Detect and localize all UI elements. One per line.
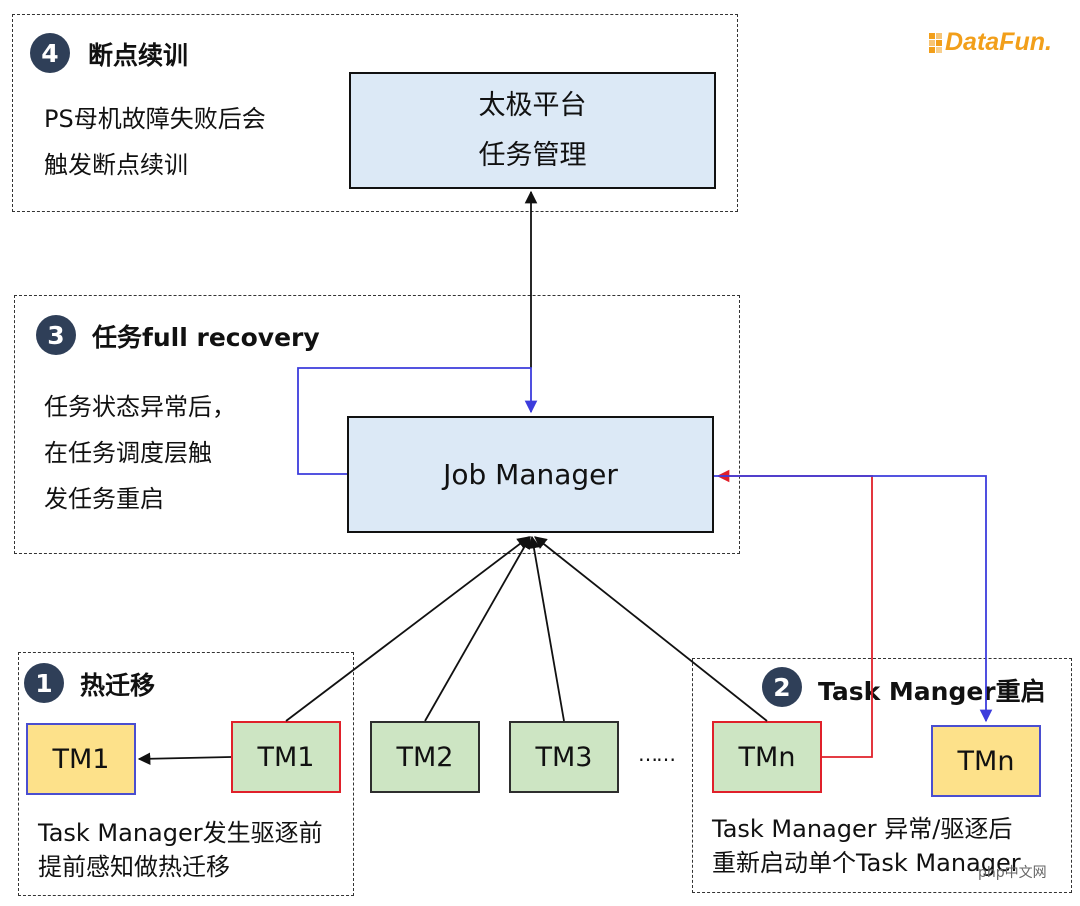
tmn-source-box: TMn bbox=[712, 721, 822, 793]
tmn-target-box: TMn bbox=[931, 725, 1041, 797]
watermark: php中文网 bbox=[978, 865, 1047, 881]
ellipsis: …… bbox=[638, 742, 676, 766]
job-manager-box: Job Manager bbox=[347, 416, 714, 533]
section-1-badge: 1 bbox=[24, 663, 64, 703]
section-2-desc-line: 重新启动单个Task Manager bbox=[712, 849, 1021, 877]
section-3-desc-line: 在任务调度层触 bbox=[44, 439, 212, 467]
section-3-title: 任务full recovery bbox=[92, 323, 320, 352]
section-2-badge: 2 bbox=[762, 667, 802, 707]
tmn-restart-report-line bbox=[716, 469, 873, 758]
jm-to-new-tmn-line bbox=[714, 475, 993, 723]
section-4-desc-line: 触发断点续训 bbox=[44, 151, 188, 179]
tm1-migration-arrow bbox=[137, 752, 232, 766]
section-3-container bbox=[14, 295, 740, 554]
section-1-desc: Task Manager发生驱逐前 提前感知做热迁移 bbox=[38, 816, 323, 884]
tmn-to-jm-line bbox=[534, 536, 768, 722]
section-4-desc: PS母机故障失败后会 触发断点续训 bbox=[44, 96, 266, 188]
section-3-desc-line: 任务状态异常后， bbox=[44, 393, 236, 421]
section-4-title: 断点续训 bbox=[88, 41, 189, 70]
platform-task-management-box: 太极平台 任务管理 bbox=[349, 72, 716, 189]
section-4-container bbox=[12, 14, 738, 212]
section-3-desc: 任务状态异常后， 在任务调度层触 发任务重启 bbox=[44, 384, 236, 522]
section-1-container bbox=[18, 652, 354, 896]
section-1-desc-line: 提前感知做热迁移 bbox=[38, 853, 230, 881]
tm3-box: TM3 bbox=[509, 721, 619, 793]
section-2-desc-line: Task Manager 异常/驱逐后 bbox=[712, 815, 1013, 843]
platform-box-line: 任务管理 bbox=[478, 139, 587, 171]
section-1-desc-line: Task Manager发生驱逐前 bbox=[38, 819, 323, 847]
tm1-target-box: TM1 bbox=[26, 723, 136, 795]
tm2-to-jm-line bbox=[424, 535, 531, 722]
section-1-title: 热迁移 bbox=[80, 671, 156, 700]
datafun-logo: DataFun. bbox=[928, 28, 1052, 57]
tm1-source-box: TM1 bbox=[231, 721, 341, 793]
section-4-desc-line: PS母机故障失败后会 bbox=[44, 105, 266, 133]
logo-pixel-icon bbox=[928, 32, 942, 53]
section-3-desc-line: 发任务重启 bbox=[44, 485, 164, 513]
platform-box-line: 太极平台 bbox=[478, 89, 587, 121]
section-4-badge: 4 bbox=[30, 33, 70, 73]
tm3-to-jm-line bbox=[527, 535, 565, 722]
section-2-title: Task Manger重启 bbox=[818, 677, 1046, 706]
section-2-desc: Task Manager 异常/驱逐后 重新启动单个Task Manager bbox=[712, 812, 1021, 880]
jm-self-recovery-loop bbox=[297, 367, 538, 475]
section-2-container bbox=[692, 658, 1072, 893]
tm1-to-jm-line bbox=[285, 536, 531, 722]
tm2-box: TM2 bbox=[370, 721, 480, 793]
logo-text: DataFun. bbox=[945, 28, 1052, 56]
section-3-badge: 3 bbox=[36, 315, 76, 355]
